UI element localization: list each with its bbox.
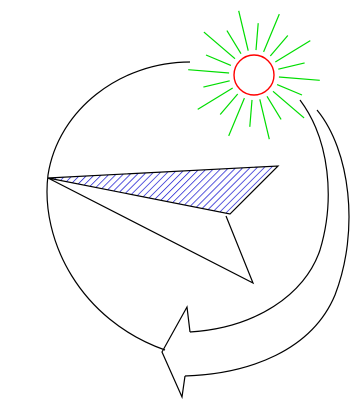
sun-ray [250,100,252,127]
sun-ray [206,55,231,65]
sun-ray [239,11,249,51]
circular-arrow-icon [47,62,349,397]
sun-ray [220,94,238,115]
sun-ray [277,85,302,95]
circular-arrow-outer-tail [185,110,349,376]
sun-disc [234,55,274,95]
sun-ray [256,23,258,50]
sun-icon [188,11,320,139]
sun-ray [229,98,245,136]
sun-ray [203,81,229,87]
sun-ray [267,96,281,119]
sun-ray [278,63,304,69]
sun-ray [188,70,229,73]
circular-arrow-inner-arc [190,100,328,332]
sun-ray [264,14,280,52]
sun-ray [227,31,241,54]
circular-arrow-outer-arc [47,62,190,350]
circular-arrow-head [162,307,190,397]
paper-plane-wing [48,166,278,214]
sun-ray [279,77,320,80]
sun-ray [260,99,270,139]
sun-ray [270,36,288,57]
paper-plane-icon [48,166,278,283]
